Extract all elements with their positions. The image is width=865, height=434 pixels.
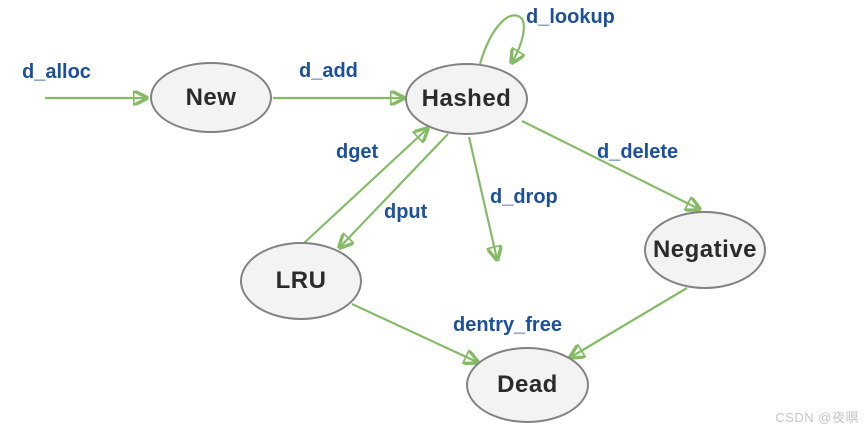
- edge-label-d-drop: d_drop: [490, 186, 558, 208]
- edge-label-d-delete: d_delete: [597, 141, 679, 163]
- edge-label-d-alloc: d_alloc: [22, 61, 91, 83]
- edge-label-dentry-free: dentry_free: [453, 314, 562, 336]
- edge-label-d-add: d_add: [299, 60, 358, 82]
- state-node-lru-label: LRU: [275, 267, 327, 294]
- csdn-watermark: CSDN @夜暝: [775, 410, 859, 425]
- state-node-lru: LRU: [240, 242, 362, 320]
- edge-label-dput: dput: [384, 201, 428, 223]
- edge-d-delete-arrow: [521, 120, 699, 209]
- edge-d-drop-arrow: [467, 136, 497, 259]
- state-node-negative: Negative: [644, 211, 766, 289]
- state-node-hashed-label: Hashed: [421, 85, 512, 112]
- edge-negative-to-dead-arrow: [571, 287, 688, 357]
- edge-label-dget: dget: [336, 141, 379, 163]
- state-node-dead: Dead: [466, 347, 589, 423]
- state-node-hashed: Hashed: [405, 63, 528, 135]
- state-node-new: New: [150, 62, 272, 133]
- state-node-new-label: New: [185, 83, 237, 111]
- edge-dput-arrow: [340, 133, 449, 247]
- edge-label-d-lookup: d_lookup: [526, 6, 615, 28]
- edge-d-lookup-selfloop-arrow: [478, 14, 524, 64]
- edge-dget-arrow: [303, 129, 427, 244]
- edge-lru-to-dead-arrow: [351, 303, 477, 362]
- state-node-dead-label: Dead: [497, 371, 558, 398]
- state-node-negative-label: Negative: [652, 236, 758, 263]
